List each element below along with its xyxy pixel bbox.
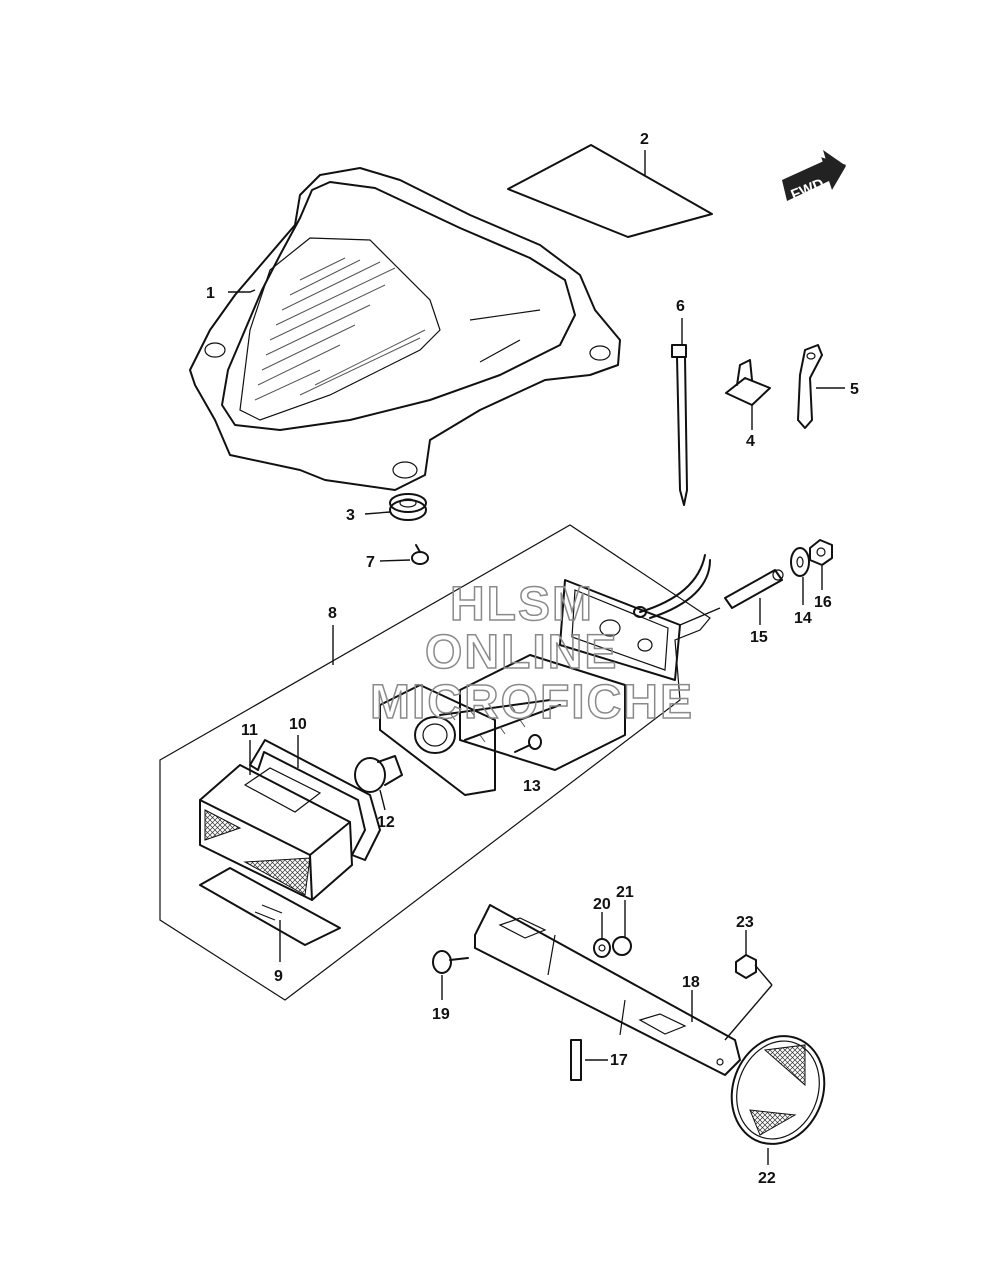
callout-23: 23 bbox=[736, 914, 754, 931]
callout-8: 8 bbox=[328, 605, 337, 622]
callout-7: 7 bbox=[366, 554, 375, 571]
part-6-cable-tie bbox=[671, 318, 688, 506]
part-7-screw bbox=[379, 544, 429, 565]
part-13-screw bbox=[514, 734, 542, 753]
part-15-spacer bbox=[679, 569, 784, 626]
watermark-line-2: ONLINE bbox=[425, 626, 618, 679]
part-8-assembly-outline bbox=[159, 524, 711, 1001]
part-3-grommet bbox=[364, 493, 427, 521]
watermark-line-3: MICROFICHE bbox=[370, 676, 694, 729]
socket-block bbox=[379, 654, 626, 796]
part-5-bracket bbox=[797, 344, 845, 429]
callout-17: 17 bbox=[610, 1052, 628, 1069]
callout-6: 6 bbox=[676, 298, 685, 315]
part-11-lens bbox=[199, 740, 353, 901]
watermark-line-1: HLSM bbox=[450, 578, 594, 631]
part-18-license-bracket bbox=[474, 904, 773, 1076]
part-14-washer bbox=[790, 547, 810, 605]
callout-12: 12 bbox=[377, 814, 395, 831]
callout-19: 19 bbox=[432, 1006, 450, 1023]
callout-5: 5 bbox=[850, 381, 859, 398]
callout-3: 3 bbox=[346, 507, 355, 524]
part-23-nut bbox=[735, 930, 757, 979]
part-17-clip bbox=[570, 1039, 608, 1081]
callout-labels: 1 2 3 4 5 6 7 8 9 10 11 12 13 14 15 16 1… bbox=[206, 131, 859, 1187]
callout-13: 13 bbox=[523, 778, 541, 795]
part-21-nut bbox=[612, 900, 632, 956]
callout-9: 9 bbox=[274, 968, 283, 985]
callout-20: 20 bbox=[593, 896, 611, 913]
lamp-base-with-wire bbox=[559, 554, 711, 681]
part-4-clip bbox=[725, 359, 771, 430]
callout-18: 18 bbox=[682, 974, 700, 991]
callout-16: 16 bbox=[814, 594, 832, 611]
part-9-plate bbox=[199, 867, 341, 962]
callout-21: 21 bbox=[616, 884, 634, 901]
callout-22: 22 bbox=[758, 1170, 776, 1187]
part-19-bolt bbox=[432, 950, 469, 1000]
callout-11: 11 bbox=[241, 722, 258, 739]
callout-15: 15 bbox=[750, 629, 768, 646]
watermark: HLSM ONLINE MICROFICHE bbox=[369, 577, 694, 730]
callout-14: 14 bbox=[794, 610, 812, 627]
callout-4: 4 bbox=[746, 433, 755, 450]
part-12-bulb bbox=[354, 755, 403, 811]
part-16-nut bbox=[809, 539, 833, 590]
part-20-washer bbox=[593, 912, 611, 958]
part-1-tail-light-housing bbox=[189, 167, 621, 491]
callout-10: 10 bbox=[289, 716, 307, 733]
part-2-sheet bbox=[507, 144, 713, 238]
callout-2: 2 bbox=[640, 131, 649, 148]
part-22-reflector bbox=[730, 1035, 826, 1165]
fwd-direction-badge: FWD bbox=[782, 150, 846, 204]
callout-1: 1 bbox=[206, 285, 215, 302]
